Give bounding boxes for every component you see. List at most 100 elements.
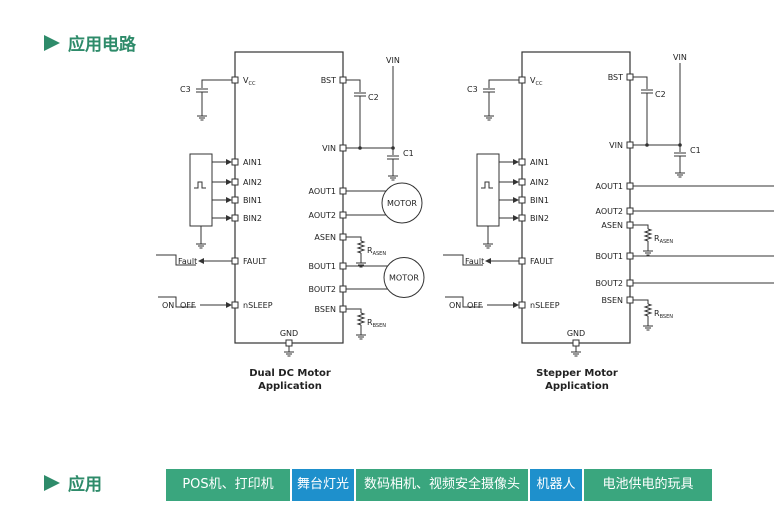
caption-subtitle: Application <box>545 381 609 392</box>
pin-label-vcc: VCC <box>243 76 256 87</box>
ground-icon <box>571 351 581 357</box>
pin-label-aout2: AOUT2 <box>596 207 623 216</box>
circuit-diagrams: VCCAIN1AIN2BIN1BIN2FAULTnSLEEPBSTVINAOUT… <box>156 51 774 392</box>
pin-label-aout2: AOUT2 <box>309 211 336 220</box>
pin-bin1 <box>231 196 239 204</box>
pin-label-bsen: BSEN <box>602 296 623 305</box>
pin-bout2 <box>626 279 634 287</box>
application-tag: 数码相机、视频安全摄像头 <box>356 469 528 501</box>
fault-waveform <box>443 254 483 266</box>
pin-label-bout1: BOUT1 <box>596 252 623 261</box>
pin-ain2 <box>231 178 239 186</box>
ground-icon <box>388 175 398 181</box>
arrow-right-icon <box>226 179 232 185</box>
pin-fault <box>518 257 526 265</box>
ground-icon <box>197 115 207 121</box>
pin-label-aout1: AOUT1 <box>596 182 623 191</box>
pulse-waveform-icon <box>481 181 493 189</box>
section-triangle-icon <box>44 474 60 491</box>
arrow-right-icon <box>513 302 519 308</box>
fault-waveform <box>156 254 196 266</box>
pin-label-fault: FAULT <box>243 257 267 266</box>
ground-icon <box>196 243 206 249</box>
pin-label-ain2: AIN2 <box>530 178 549 187</box>
label-fault: Fault <box>465 257 484 266</box>
ground-icon <box>675 172 685 178</box>
resistor-icon <box>356 312 366 326</box>
sleep-waveform <box>445 296 483 308</box>
arrow-right-icon <box>226 197 232 203</box>
ground-icon <box>643 325 653 331</box>
wire <box>346 308 362 313</box>
circuit-section-header: 应用电路 <box>44 30 136 55</box>
wire <box>633 185 774 187</box>
pin-fault <box>231 257 239 265</box>
label-r-asen: RASEN <box>367 246 386 257</box>
pin-bout2 <box>339 285 347 293</box>
applications-section-header: 应用 <box>44 470 102 495</box>
capacitor-icon <box>387 155 399 160</box>
label-c2: C2 <box>368 93 379 102</box>
application-tag: 机器人 <box>530 469 582 501</box>
wire <box>633 299 649 304</box>
arrow-left-icon <box>485 258 491 264</box>
label-on: ON <box>162 301 174 310</box>
arrow-right-icon <box>226 215 232 221</box>
pin-label-gnd: GND <box>280 329 298 338</box>
application-tag: 舞台灯光 <box>292 469 354 501</box>
ground-icon <box>356 334 366 340</box>
input-controller-block <box>189 153 213 227</box>
pin-label-ain1: AIN1 <box>243 158 262 167</box>
label-motor-1: MOTOR <box>387 199 417 208</box>
caption-subtitle: Application <box>258 381 322 392</box>
pin-bout1 <box>626 252 634 260</box>
arrow-right-icon <box>226 302 232 308</box>
pin-label-vcc: VCC <box>530 76 543 87</box>
pin-label-fault: FAULT <box>530 257 554 266</box>
pin-label-nsleep: nSLEEP <box>530 301 560 310</box>
arrow-right-icon <box>226 159 232 165</box>
ground-icon <box>643 250 653 256</box>
pin-label-bout2: BOUT2 <box>309 285 336 294</box>
pin-aout2 <box>626 207 634 215</box>
ground-icon <box>483 243 493 249</box>
applications-section-title: 应用 <box>68 475 102 495</box>
label-c3: C3 <box>467 85 478 94</box>
pin-label-bout2: BOUT2 <box>596 279 623 288</box>
pin-label-bsen: BSEN <box>315 305 336 314</box>
wire <box>633 76 648 89</box>
pin-bsen <box>626 296 634 304</box>
ground-icon <box>356 262 366 268</box>
label-off: OFF <box>467 301 483 310</box>
dual-dc-motor-circuit: VCCAIN1AIN2BIN1BIN2FAULTnSLEEPBSTVINAOUT… <box>156 51 425 392</box>
pin-bin1 <box>518 196 526 204</box>
capacitor-icon <box>483 88 495 93</box>
resistor-icon <box>356 240 366 254</box>
pin-label-gnd: GND <box>567 329 585 338</box>
motor-icon <box>381 182 423 224</box>
pin-aout2 <box>339 211 347 219</box>
wire <box>346 236 362 241</box>
pulse-waveform-icon <box>194 181 206 189</box>
label-c1: C1 <box>403 149 414 158</box>
pin-ain1 <box>231 158 239 166</box>
pin-v_cc <box>231 76 239 84</box>
pin-bout1 <box>339 262 347 270</box>
wire <box>633 224 649 229</box>
wire <box>346 79 361 92</box>
pin-bin2 <box>518 214 526 222</box>
pin-bin2 <box>231 214 239 222</box>
pin-aout1 <box>626 182 634 190</box>
pin-ain1 <box>518 158 526 166</box>
circuit-section-title: 应用电路 <box>68 35 136 55</box>
pin-label-vin: VIN <box>322 144 336 153</box>
label-off: OFF <box>180 301 196 310</box>
pin-label-bin1: BIN1 <box>530 196 549 205</box>
input-controller-block <box>476 153 500 227</box>
pin-bst <box>339 76 347 84</box>
sleep-waveform <box>158 296 196 308</box>
junction-dot <box>645 143 649 147</box>
pin-label-bst: BST <box>608 73 623 82</box>
caption-title: Stepper Motor <box>536 368 618 379</box>
section-triangle-icon <box>44 34 60 51</box>
